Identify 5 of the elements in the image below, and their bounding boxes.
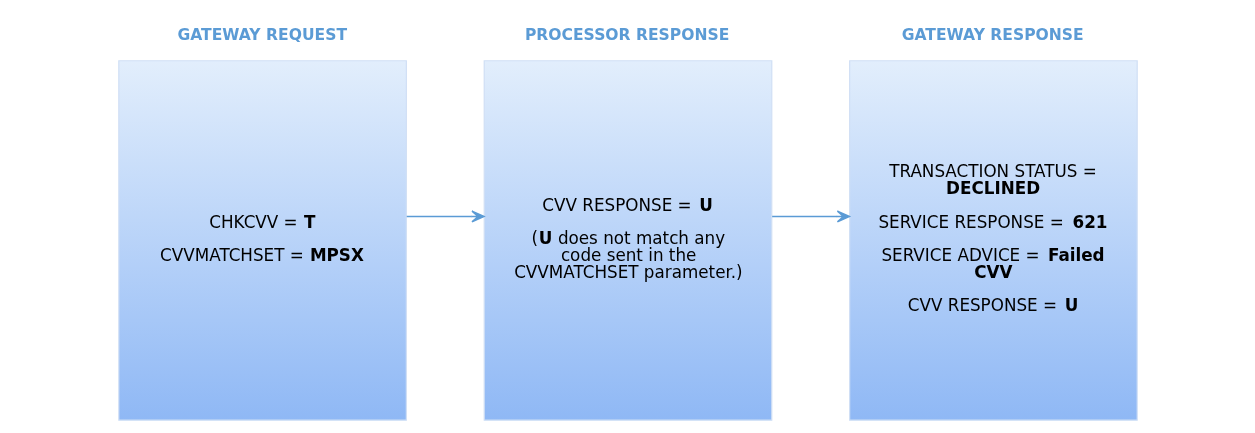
node-label: GATEWAY REQUEST bbox=[177, 25, 347, 44]
arrow bbox=[405, 210, 485, 223]
arrow bbox=[770, 210, 850, 223]
node-label: GATEWAY RESPONSE bbox=[901, 25, 1084, 44]
node-label: PROCESSOR RESPONSE bbox=[524, 25, 729, 44]
